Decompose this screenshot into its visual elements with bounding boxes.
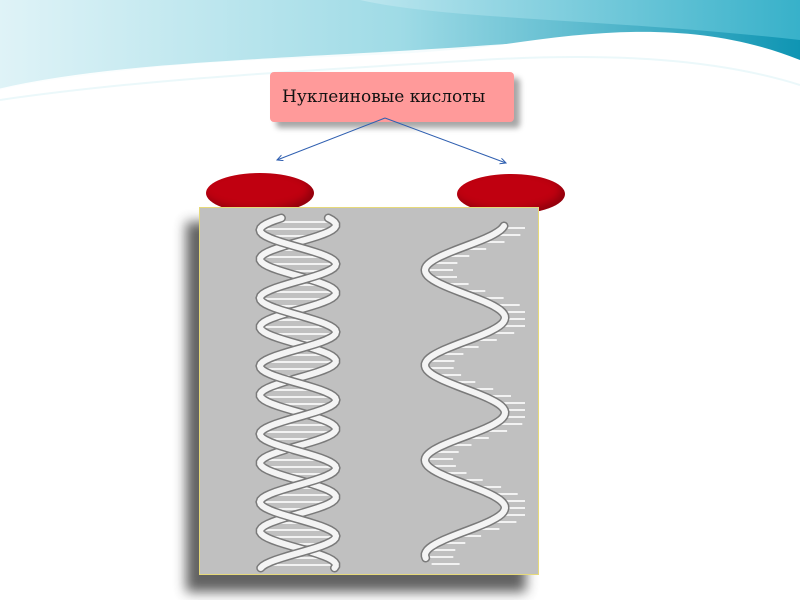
strand-b xyxy=(256,215,340,571)
single-strand xyxy=(421,223,509,561)
header-wave-decoration xyxy=(0,0,800,101)
single-strand-helix-image xyxy=(420,221,525,565)
arrow-left xyxy=(277,117,386,160)
category-ellipse-left xyxy=(206,173,314,213)
title-text: Нуклеиновые кислоты xyxy=(282,87,486,107)
arrow-right xyxy=(384,117,506,163)
title-box: Нуклеиновые кислоты xyxy=(270,72,514,122)
double-strand-helix-image xyxy=(255,213,341,573)
helix-illustration-panel xyxy=(199,207,539,575)
